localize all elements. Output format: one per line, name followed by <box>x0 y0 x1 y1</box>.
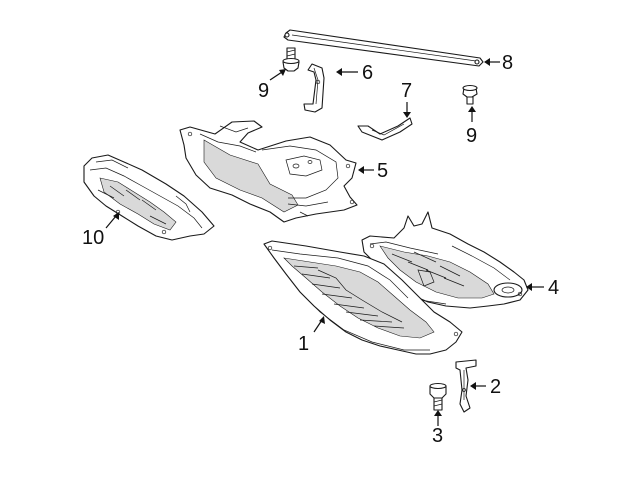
callout-1: 1 <box>298 333 309 355</box>
engine-compartment-shield-part <box>179 120 358 223</box>
callout-labels: 1 2 3 4 5 6 7 8 9 9 10 <box>82 52 559 447</box>
leader-4 <box>526 283 544 291</box>
leader-7 <box>403 102 411 118</box>
leader-9-left <box>269 69 286 81</box>
callout-7: 7 <box>401 80 412 102</box>
callout-3: 3 <box>432 425 443 447</box>
support-bracket-part <box>357 117 413 141</box>
callout-9-left: 9 <box>258 80 269 102</box>
leader-6 <box>336 68 358 76</box>
leader-2 <box>470 382 486 390</box>
callout-6: 6 <box>362 62 373 84</box>
callout-9-right: 9 <box>466 125 477 147</box>
mounting-bolt-left-part <box>282 47 300 72</box>
callout-4: 4 <box>548 277 559 299</box>
front-underbody-shield-part <box>263 240 463 355</box>
leader-5 <box>358 166 374 174</box>
callout-8: 8 <box>502 52 513 74</box>
reinforcement-strut-part <box>283 29 484 67</box>
shield-bracket-part <box>455 359 477 413</box>
leader-1 <box>313 316 325 333</box>
mounting-bolt-right-part <box>462 84 478 105</box>
callout-2: 2 <box>490 376 501 398</box>
leader-3 <box>434 410 442 426</box>
callout-10: 10 <box>82 227 104 249</box>
side-splash-shield-part <box>83 154 215 241</box>
leader-9-right <box>468 106 476 122</box>
leader-10 <box>105 212 119 229</box>
shield-bolt-part <box>429 382 447 411</box>
mounting-bracket-part <box>303 63 325 113</box>
callout-5: 5 <box>377 160 388 182</box>
leader-lines <box>105 58 544 426</box>
leader-8 <box>484 58 500 66</box>
